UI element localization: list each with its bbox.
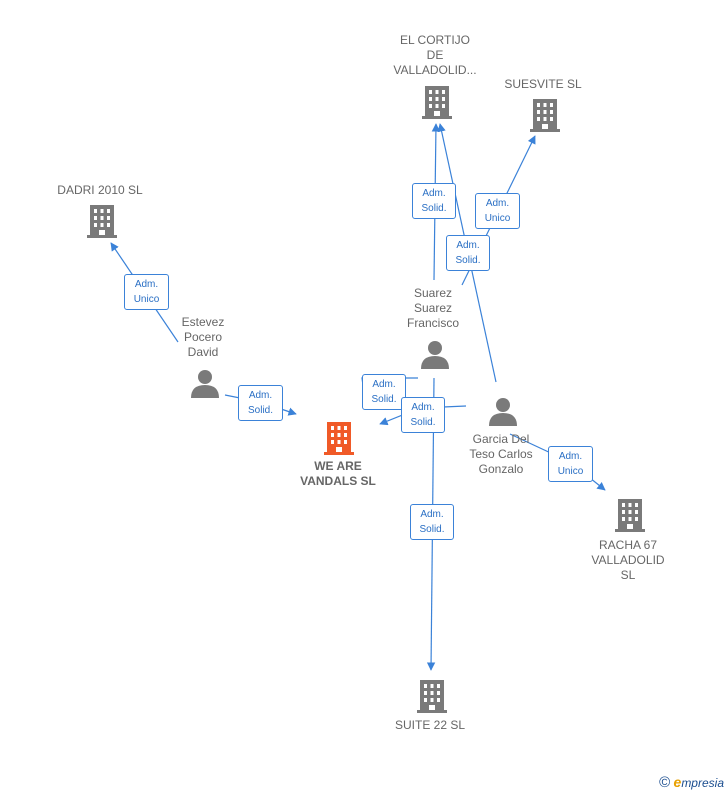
building-icon[interactable] [614, 497, 646, 533]
edge-label-suarez-vandals[interactable]: Adm. Solid. [362, 374, 406, 410]
node-label-dadri: DADRI 2010 SL [57, 183, 143, 197]
node-label-we-are-vandals: WE ARE VANDALS SL [300, 459, 376, 488]
node-label-racha67: RACHA 67 VALLADOLID SL [591, 538, 665, 582]
edge-label-garcia-racha[interactable]: Adm. Unico [548, 446, 593, 482]
node-label-garcia: Garcia Del Teso Carlos Gonzalo [469, 432, 533, 476]
brand-name: mpresia [681, 776, 724, 790]
node-label-estevez: Estevez Pocero David [181, 315, 225, 359]
edge-label-garcia-vandals[interactable]: Adm. Solid. [401, 397, 445, 433]
building-icon[interactable] [86, 203, 118, 239]
node-label-suesvite: SUESVITE SL [504, 77, 582, 91]
building-icon[interactable] [529, 97, 561, 133]
edge-label-suarez-elcortijo[interactable]: Adm. Solid. [412, 183, 456, 219]
person-icon[interactable] [488, 396, 518, 426]
node-label-el-cortijo: EL CORTIJO DE VALLADOLID... [393, 33, 477, 77]
copyright-footer: © empresia [659, 774, 724, 791]
node-label-suite22: SUITE 22 SL [394, 718, 466, 732]
edge-label-estevez-vandals[interactable]: Adm. Solid. [238, 385, 283, 421]
person-icon[interactable] [190, 368, 220, 398]
edge-label-garcia-suesvite[interactable]: Adm. Unico [475, 193, 520, 229]
edge-label-garcia-elcortijo[interactable]: Adm. Solid. [446, 235, 490, 271]
building-icon[interactable] [421, 84, 453, 120]
copyright-symbol: © [659, 774, 671, 791]
building-icon-main[interactable] [323, 420, 355, 456]
person-icon[interactable] [420, 339, 450, 369]
edge-label-estevez-dadri[interactable]: Adm. Unico [124, 274, 169, 310]
node-label-suarez: Suarez Suarez Francisco [406, 286, 459, 330]
brand-initial: e [673, 774, 682, 790]
edge-label-suarez-suite[interactable]: Adm. Solid. [410, 504, 454, 540]
building-icon[interactable] [416, 678, 448, 714]
